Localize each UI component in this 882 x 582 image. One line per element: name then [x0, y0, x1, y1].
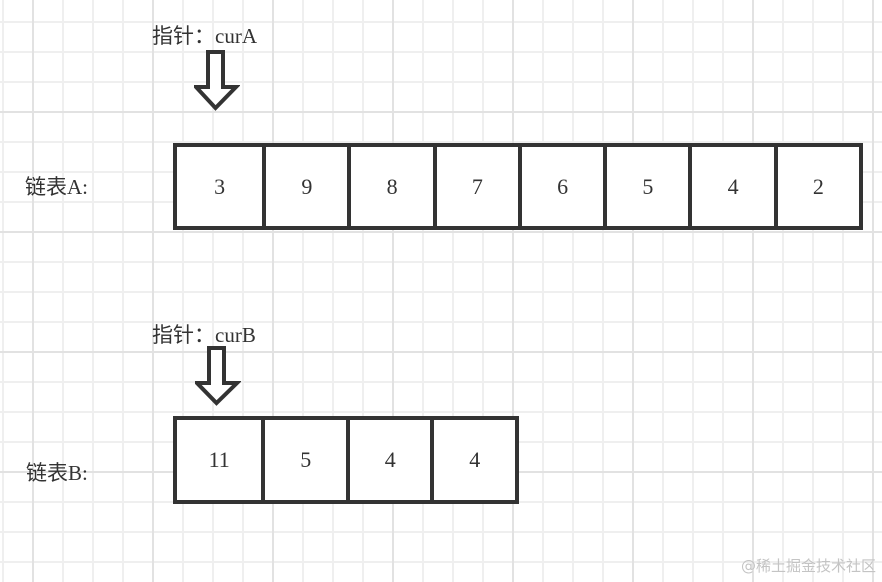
pointer-b-label: 指针：curB — [152, 323, 256, 347]
list-b-label: 链表B: — [26, 461, 88, 485]
list-node: 4 — [430, 420, 515, 500]
list-node: 2 — [773, 147, 859, 226]
linked-list-b: 11 5 4 4 — [173, 416, 519, 504]
list-node: 8 — [347, 147, 432, 226]
list-node: 9 — [262, 147, 347, 226]
list-node: 4 — [688, 147, 773, 226]
list-node: 7 — [432, 147, 518, 226]
list-a-label: 链表A: — [25, 175, 88, 199]
list-node: 3 — [214, 173, 226, 199]
pointer-a-label: 指针：curA — [152, 24, 257, 48]
linked-list-a: 3 9 8 7 6 5 4 2 — [173, 143, 863, 230]
watermark: @稀土掘金技术社区 — [740, 557, 876, 575]
arrow-down-icon — [195, 346, 241, 406]
list-node: 11 — [208, 447, 230, 472]
arrow-down-icon — [194, 50, 240, 111]
list-node: 6 — [517, 147, 603, 226]
list-node: 5 — [603, 147, 688, 226]
list-node: 4 — [345, 420, 431, 500]
list-node: 5 — [261, 420, 346, 500]
